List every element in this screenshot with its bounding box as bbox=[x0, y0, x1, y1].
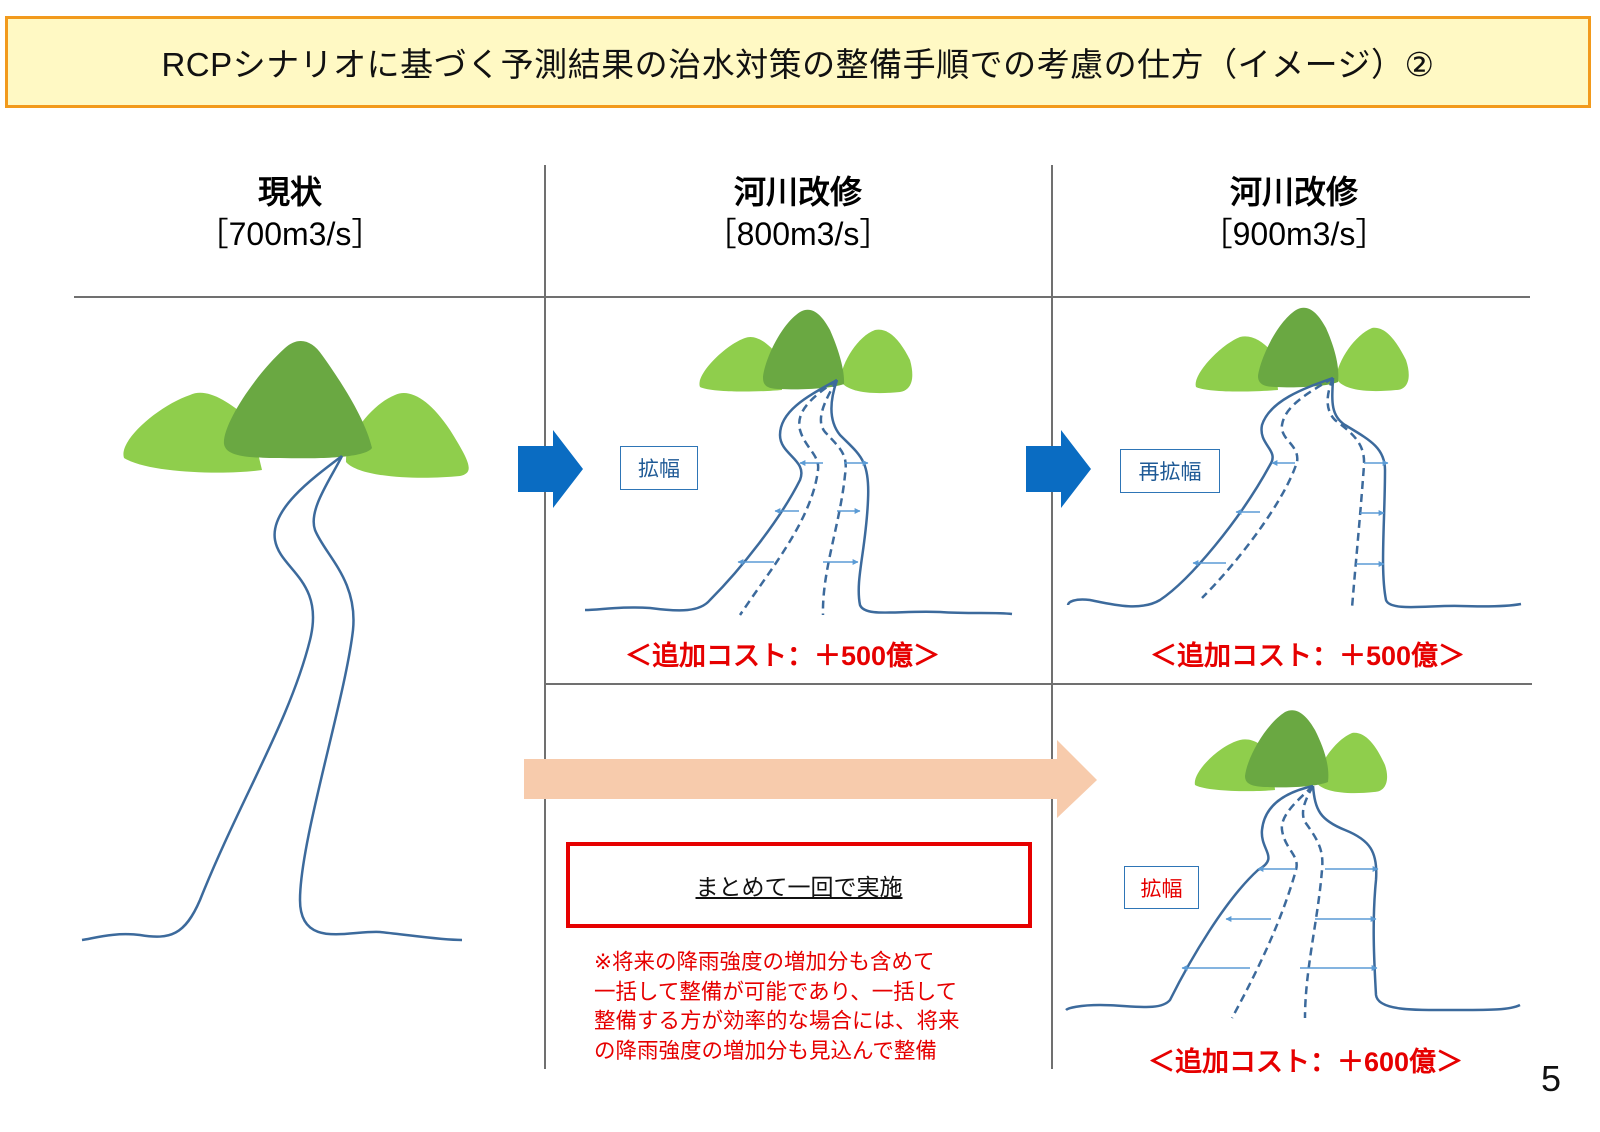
batch-implementation-label: まとめて一回で実施 bbox=[695, 874, 903, 900]
column-divider-1 bbox=[544, 165, 546, 1069]
note-line: 一括して整備が可能であり、一括して bbox=[594, 979, 958, 1004]
column-head-improve-800: 河川改修 ［800m3/s］ bbox=[598, 172, 998, 256]
note-line: 整備する方が効率的な場合には、将来 bbox=[594, 1009, 960, 1033]
step-arrow-1 bbox=[518, 430, 583, 508]
mountain-left bbox=[123, 392, 262, 473]
mountain-center bbox=[223, 340, 372, 459]
step-arrow-2 bbox=[1026, 430, 1091, 508]
widen-label-combined: 拡幅 bbox=[1124, 866, 1199, 909]
mountains-combined bbox=[1194, 710, 1388, 794]
page-number: 5 bbox=[1541, 1058, 1562, 1099]
cost-combined: ＜追加コスト：＋600億＞ bbox=[1148, 1047, 1464, 1077]
batch-arrow bbox=[524, 740, 1097, 818]
river-combined bbox=[1065, 784, 1521, 1019]
column-heading: 河川改修 bbox=[733, 174, 862, 210]
mountains-stage2 bbox=[1195, 307, 1409, 392]
cost-stage1: ＜追加コスト：＋500億＞ bbox=[625, 641, 941, 671]
widen-label-stage1: 拡幅 bbox=[620, 446, 698, 490]
column-heading: 河川改修 bbox=[1229, 174, 1358, 210]
row-divider bbox=[544, 683, 1532, 685]
column-flow: ［700m3/s］ bbox=[196, 216, 384, 252]
page-title: RCPシナリオに基づく予測結果の治水対策の整備手順での考慮の仕方（イメージ）② bbox=[161, 46, 1435, 83]
widen-label-text: 拡幅 bbox=[1140, 877, 1183, 901]
batch-implementation-box: まとめて一回で実施 bbox=[566, 842, 1032, 928]
widen-arrows-stage2 bbox=[1192, 460, 1389, 567]
river-stage2 bbox=[1066, 376, 1522, 609]
river-current bbox=[81, 455, 463, 942]
cost-stage2: ＜追加コスト：＋500億＞ bbox=[1150, 641, 1466, 671]
title-banner: RCPシナリオに基づく予測結果の治水対策の整備手順での考慮の仕方（イメージ）② bbox=[5, 16, 1591, 108]
rewiden-label-text: 再拡幅 bbox=[1138, 461, 1202, 484]
note-line: の降雨強度の増加分も見込んで整備 bbox=[594, 1038, 937, 1063]
column-head-improve-900: 河川改修 ［900m3/s］ bbox=[1094, 172, 1494, 256]
widen-arrows-stage1 bbox=[737, 460, 869, 565]
column-head-current: 現状 ［700m3/s］ bbox=[90, 172, 490, 256]
batch-note: ※将来の降雨強度の増加分も含めて 一括して整備が可能であり、一括して 整備する方… bbox=[594, 948, 1034, 1066]
river-stage1 bbox=[584, 378, 1013, 616]
column-divider-2 bbox=[1051, 165, 1053, 1069]
widen-arrows-combined bbox=[1181, 866, 1379, 971]
mountain-right bbox=[345, 393, 469, 478]
rewiden-label-stage2: 再拡幅 bbox=[1120, 449, 1220, 493]
note-line: ※将来の降雨強度の増加分も含めて bbox=[594, 950, 935, 974]
mountains-current bbox=[123, 340, 469, 478]
column-flow: ［800m3/s］ bbox=[704, 216, 892, 252]
column-flow: ［900m3/s］ bbox=[1200, 216, 1388, 252]
widen-label-text: 拡幅 bbox=[638, 458, 680, 481]
column-heading: 現状 bbox=[257, 174, 322, 210]
header-divider bbox=[74, 296, 1530, 298]
mountains-stage1 bbox=[699, 309, 913, 394]
